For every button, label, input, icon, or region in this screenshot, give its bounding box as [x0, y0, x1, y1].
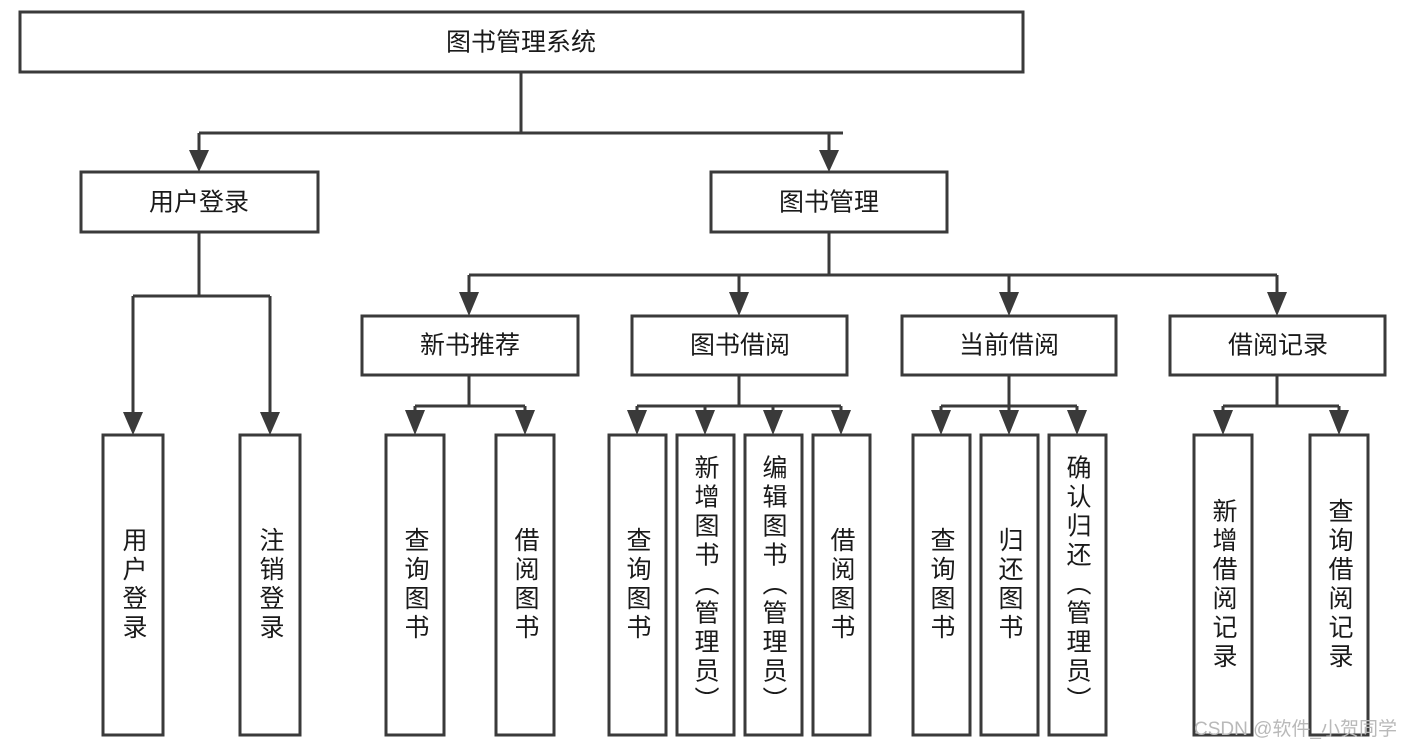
node-leaf-return-books[interactable]: 归还图书	[979, 433, 1040, 737]
connector-login-to-leaves	[123, 232, 280, 435]
node-label-book-borrow: 图书借阅	[690, 332, 790, 360]
node-leaf-add-borrow-record[interactable]: 新增借阅记录	[1192, 433, 1254, 737]
node-leaf-query-borrow-record[interactable]: 查询借阅记录	[1308, 433, 1370, 737]
node-label-current-borrow: 当前借阅	[959, 332, 1059, 360]
connector-borrow-to-leaves	[627, 375, 851, 435]
node-label-leaf-logout: 注销登录	[256, 527, 285, 643]
node-label-leaf-add-book-admin: 新增图书（管理员）	[691, 455, 720, 716]
connector-newbooks-to-leaves	[405, 375, 535, 435]
node-current-borrow[interactable]: 当前借阅	[900, 314, 1118, 377]
connector-records-to-leaves	[1213, 375, 1349, 435]
node-label-leaf-edit-book-admin: 编辑图书（管理员）	[759, 455, 788, 716]
node-label-leaf-add-borrow-record: 新增借阅记录	[1209, 498, 1238, 672]
node-user-login[interactable]: 用户登录	[79, 170, 320, 234]
node-leaf-borrow-books-new[interactable]: 借阅图书	[494, 433, 556, 737]
node-label-leaf-query-books-new: 查询图书	[401, 527, 430, 643]
node-label-book-management: 图书管理	[779, 189, 879, 217]
node-leaf-query-books-new[interactable]: 查询图书	[384, 433, 446, 737]
node-leaf-add-book-admin[interactable]: 新增图书（管理员）	[675, 433, 736, 737]
node-book-management[interactable]: 图书管理	[709, 170, 949, 234]
node-label-leaf-confirm-return-admin: 确认归还（管理员）	[1063, 455, 1092, 716]
node-label-new-book-recommend: 新书推荐	[420, 332, 520, 360]
node-leaf-user-login[interactable]: 用户登录	[101, 433, 165, 737]
connector-books-to-level3	[459, 232, 1287, 316]
node-leaf-query-books-borrow[interactable]: 查询图书	[607, 433, 668, 737]
connector-root-to-level2	[189, 73, 843, 172]
node-label-borrow-records: 借阅记录	[1228, 332, 1328, 360]
node-leaf-borrow-books[interactable]: 借阅图书	[811, 433, 872, 737]
node-label-leaf-user-login: 用户登录	[119, 527, 148, 643]
node-leaf-query-books-current[interactable]: 查询图书	[911, 433, 972, 737]
connector-current-to-leaves	[931, 375, 1087, 435]
node-label-leaf-query-borrow-record: 查询借阅记录	[1325, 498, 1354, 672]
node-label-root: 图书管理系统	[446, 29, 596, 57]
node-leaf-edit-book-admin[interactable]: 编辑图书（管理员）	[743, 433, 804, 737]
node-label-leaf-borrow-books-new: 借阅图书	[511, 527, 540, 643]
node-label-leaf-query-books-current: 查询图书	[927, 527, 956, 643]
node-label-leaf-return-books: 归还图书	[995, 527, 1024, 643]
node-borrow-records[interactable]: 借阅记录	[1168, 314, 1387, 377]
node-label-user-login: 用户登录	[149, 189, 249, 217]
node-leaf-logout[interactable]: 注销登录	[238, 433, 302, 737]
node-label-leaf-query-books-borrow: 查询图书	[623, 527, 652, 643]
node-book-borrow[interactable]: 图书借阅	[630, 314, 849, 377]
node-new-book-recommend[interactable]: 新书推荐	[360, 314, 580, 377]
node-label-leaf-borrow-books: 借阅图书	[827, 527, 856, 643]
node-root-system[interactable]: 图书管理系统	[18, 10, 1025, 74]
node-leaf-confirm-return-admin[interactable]: 确认归还（管理员）	[1047, 433, 1108, 737]
